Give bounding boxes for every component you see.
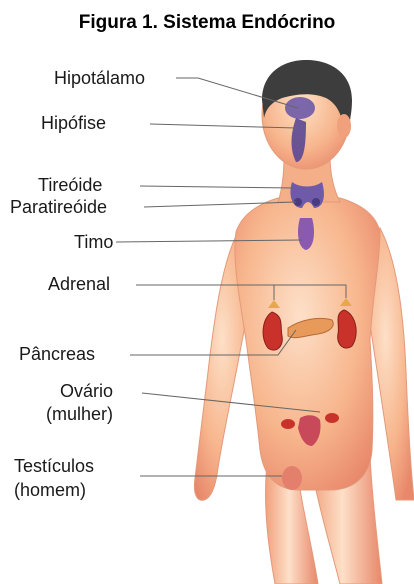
ear [337, 114, 351, 138]
hipotalamo-gland [285, 97, 315, 119]
label-pancreas: Pâncreas [19, 344, 95, 365]
label-hipotalamo: Hipotálamo [54, 68, 145, 89]
label-adrenal: Adrenal [48, 274, 110, 295]
label-testiculos-note: (homem) [14, 480, 86, 501]
right-ovary [325, 413, 339, 423]
label-testiculos: Testículos [14, 456, 94, 477]
left-ovary [281, 419, 295, 429]
line-tireoide [140, 186, 294, 188]
label-ovario: Ovário [60, 381, 113, 402]
paratireoide-gland-2 [312, 198, 320, 206]
label-timo: Timo [74, 232, 113, 253]
left-kidney [263, 312, 282, 350]
testicles-organ [282, 466, 302, 490]
label-tireoide: Tireóide [38, 175, 102, 196]
label-hipofise: Hipófise [41, 113, 106, 134]
label-ovario-note: (mulher) [46, 404, 113, 425]
label-paratireoide: Paratireóide [10, 197, 107, 218]
